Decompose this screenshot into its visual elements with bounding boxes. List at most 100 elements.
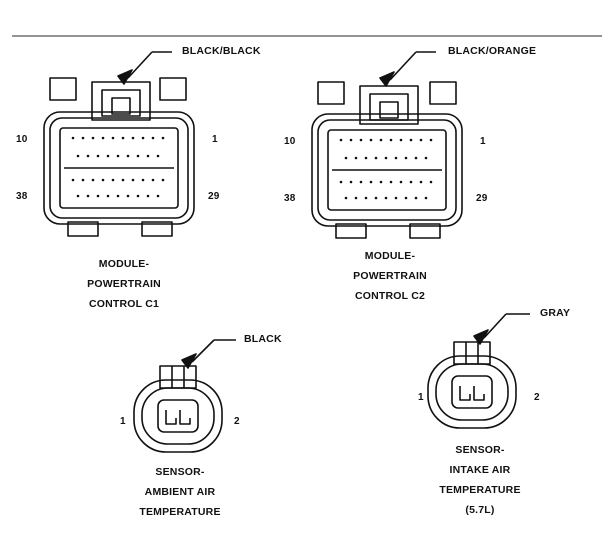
c2-pin-hole bbox=[419, 180, 423, 184]
c2-pin-hole bbox=[379, 138, 383, 142]
c1-pin-hole bbox=[91, 178, 95, 182]
c1-pin-hole bbox=[136, 154, 140, 158]
c1-pin-hole bbox=[96, 154, 100, 158]
c1-pin-label-top-right: 1 bbox=[212, 134, 218, 145]
ambient-wire-label: BLACK bbox=[244, 333, 282, 345]
c2-pin-label-top-right: 1 bbox=[480, 136, 486, 147]
c1-pin-hole bbox=[161, 136, 165, 140]
c1-caption: MODULE- POWERTRAIN CONTROL C1 bbox=[64, 254, 184, 314]
c1-pin-hole bbox=[136, 194, 140, 198]
c1-pin-hole bbox=[111, 136, 115, 140]
c2-pin-hole bbox=[429, 180, 433, 184]
ambient-leader-diag bbox=[191, 339, 215, 363]
c2-pin-hole bbox=[424, 196, 428, 200]
c2-pin-hole bbox=[369, 138, 373, 142]
c2-pin-hole bbox=[409, 180, 413, 184]
c2-pin-hole bbox=[339, 180, 343, 184]
c2-bottom-tab-left bbox=[335, 223, 367, 239]
c1-pin-hole bbox=[146, 194, 150, 198]
c1-wire-label: BLACK/BLACK bbox=[182, 45, 261, 57]
c1-leader-diag bbox=[127, 51, 153, 79]
intake-leader-diag bbox=[483, 313, 507, 339]
c1-pin-hole bbox=[81, 178, 85, 182]
intake-caption-line-2: INTAKE AIR bbox=[449, 464, 511, 476]
c1-pin-hole bbox=[156, 194, 160, 198]
c2-pin-label-bottom-right: 29 bbox=[476, 193, 488, 204]
intake-caption-line-3: TEMPERATURE bbox=[439, 484, 521, 496]
c1-caption-line-3: CONTROL C1 bbox=[88, 298, 160, 310]
c2-latch-inner bbox=[369, 93, 409, 121]
c1-bottom-tab-right bbox=[141, 221, 173, 237]
c1-left-ear bbox=[49, 77, 77, 101]
c2-pin-hole bbox=[384, 156, 388, 160]
c2-pin-hole bbox=[429, 138, 433, 142]
c2-wire-label: BLACK/ORANGE bbox=[448, 45, 537, 57]
intake-pin-2 bbox=[473, 386, 485, 401]
c1-pin-hole bbox=[81, 136, 85, 140]
intake-caption-line-4: (5.7L) bbox=[465, 504, 495, 516]
c2-pin-hole bbox=[389, 138, 393, 142]
c1-pin-hole bbox=[101, 136, 105, 140]
c1-pin-hole bbox=[156, 154, 160, 158]
intake-latch bbox=[453, 341, 491, 365]
c1-pin-hole bbox=[116, 194, 120, 198]
c1-pin-hole bbox=[96, 194, 100, 198]
c1-latch-inner bbox=[101, 89, 141, 117]
c1-pin-holes bbox=[71, 136, 165, 198]
c1-latch bbox=[91, 81, 151, 121]
c2-pin-hole bbox=[359, 138, 363, 142]
c2-pin-hole bbox=[419, 138, 423, 142]
ambient-pin-1 bbox=[165, 410, 177, 425]
c2-latch bbox=[359, 85, 419, 125]
c2-caption: MODULE- POWERTRAIN CONTROL C2 bbox=[330, 246, 450, 306]
c2-pin-hole bbox=[369, 180, 373, 184]
c2-pin-hole bbox=[414, 196, 418, 200]
c1-pin-hole bbox=[91, 136, 95, 140]
c2-pin-hole bbox=[399, 180, 403, 184]
c1-pin-hole bbox=[126, 154, 130, 158]
c1-leader-arrow bbox=[117, 69, 133, 85]
c2-pin-hole bbox=[344, 196, 348, 200]
ambient-mid-body bbox=[141, 387, 215, 445]
intake-mid-body bbox=[435, 363, 509, 421]
c2-leader-diag bbox=[389, 51, 417, 81]
c1-pin-hole bbox=[151, 178, 155, 182]
ambient-latch bbox=[159, 365, 197, 389]
c2-pin-hole bbox=[414, 156, 418, 160]
c2-pin-hole bbox=[409, 138, 413, 142]
intake-pin-label-right: 2 bbox=[534, 392, 540, 403]
ambient-pin-2 bbox=[179, 410, 191, 425]
ambient-pin-label-left: 1 bbox=[120, 416, 126, 427]
intake-wire-label: GRAY bbox=[540, 307, 571, 319]
c1-pin-face bbox=[59, 127, 179, 209]
c1-pin-hole bbox=[71, 178, 75, 182]
c1-caption-line-2: POWERTRAIN bbox=[87, 278, 161, 290]
intake-pin-1 bbox=[459, 386, 471, 401]
ambient-leader-arrow bbox=[181, 353, 197, 369]
c1-pin-hole bbox=[146, 154, 150, 158]
c2-pin-hole bbox=[349, 138, 353, 142]
ambient-caption-line-2: AMBIENT AIR bbox=[144, 486, 216, 498]
connector-c1 bbox=[43, 51, 195, 237]
c1-pin-hole bbox=[121, 136, 125, 140]
c1-pin-hole bbox=[106, 194, 110, 198]
c2-pin-hole bbox=[424, 156, 428, 160]
c2-pin-hole bbox=[404, 156, 408, 160]
c2-bottom-tab-right bbox=[409, 223, 441, 239]
c2-right-ear bbox=[429, 81, 457, 105]
c2-pin-hole bbox=[374, 156, 378, 160]
c2-pin-hole bbox=[344, 156, 348, 160]
c2-pin-hole bbox=[364, 196, 368, 200]
c1-pin-hole bbox=[86, 154, 90, 158]
ambient-caption-line-1: SENSOR- bbox=[155, 466, 205, 478]
intake-caption: SENSOR- INTAKE AIR TEMPERATURE (5.7L) bbox=[420, 440, 540, 520]
connector-intake-sensor bbox=[427, 313, 530, 429]
c1-pin-hole bbox=[161, 178, 165, 182]
c1-pin-hole bbox=[151, 136, 155, 140]
c1-pin-label-bottom-right: 29 bbox=[208, 191, 220, 202]
c2-pin-holes bbox=[339, 138, 433, 200]
c1-pin-hole bbox=[86, 194, 90, 198]
c1-latch-tab bbox=[111, 97, 131, 115]
c2-mid-body bbox=[317, 119, 457, 221]
